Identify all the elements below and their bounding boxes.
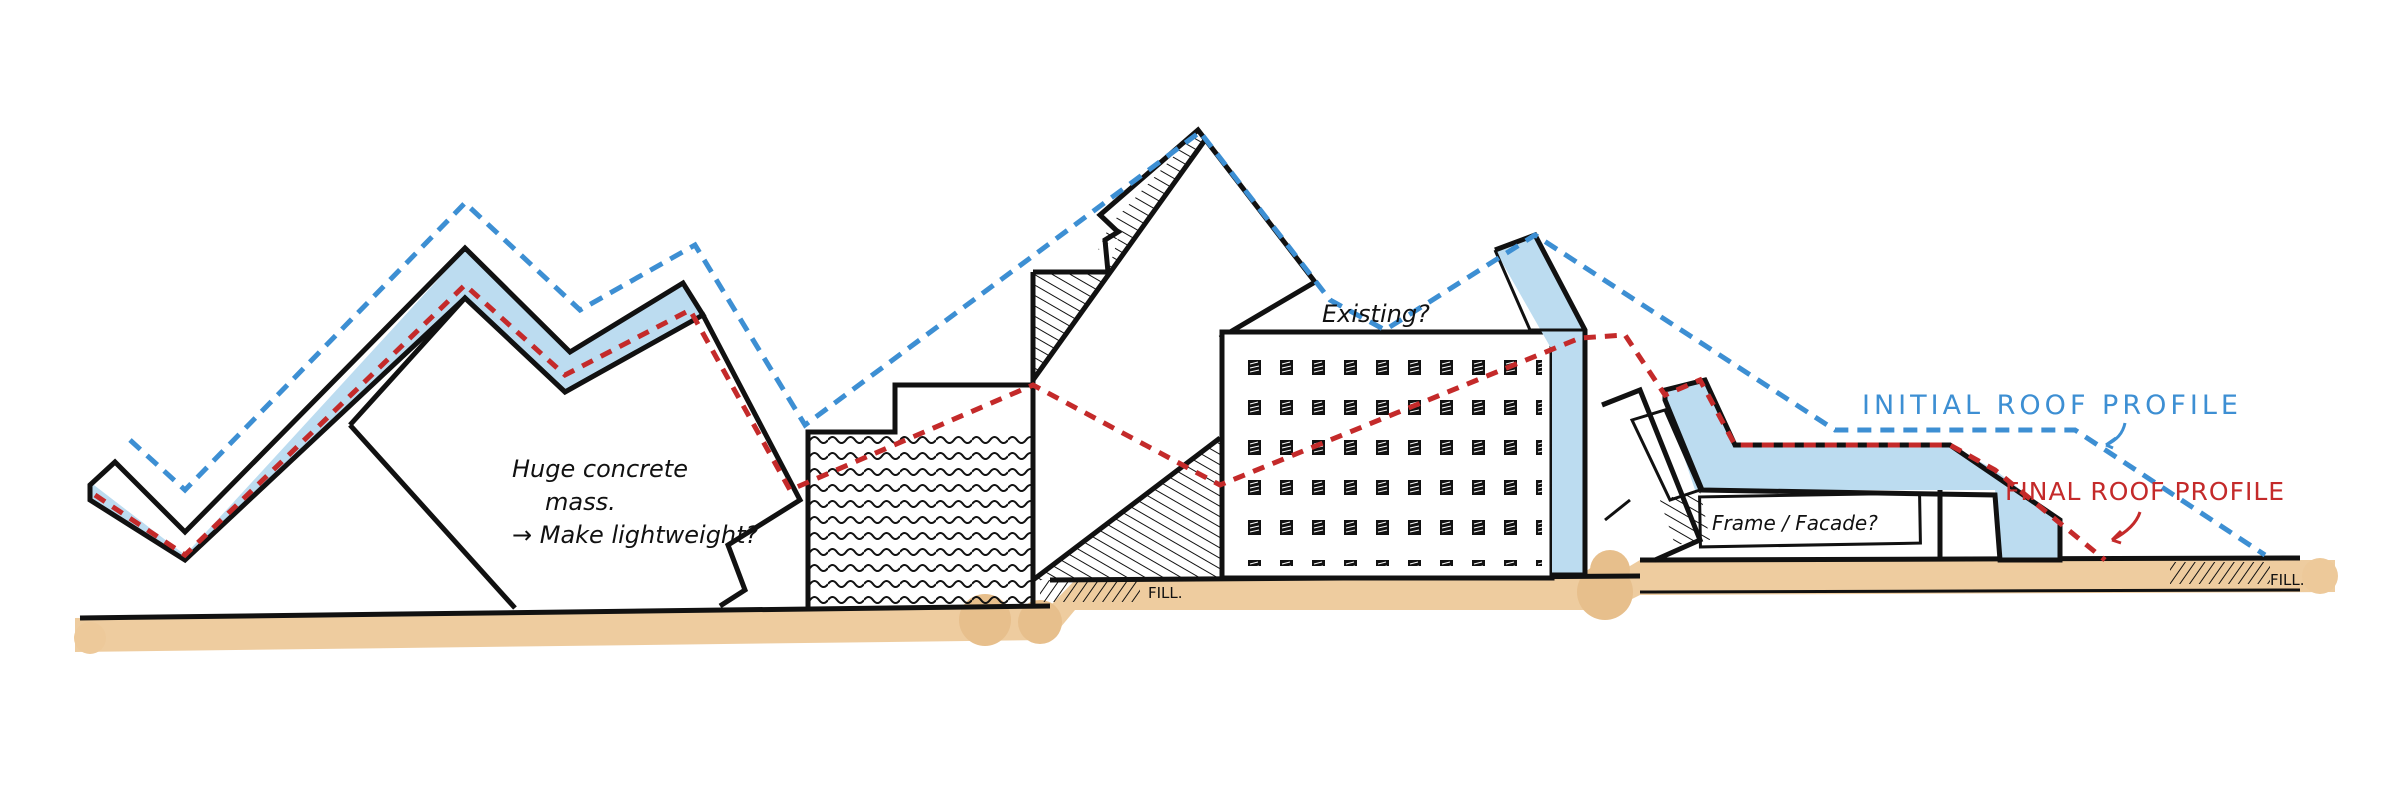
- annotation-concrete: Huge concrete mass. → Make lightweight?: [512, 455, 759, 549]
- frame-facade: [1601, 377, 2063, 563]
- fill-label-left: FILL.: [1148, 584, 1183, 602]
- fill-hatch-right: [2170, 562, 2270, 584]
- initial-roof-profile: [128, 128, 2267, 558]
- fill-hatch-left: [1040, 580, 1140, 602]
- final-roof-profile: [93, 281, 2107, 562]
- concrete-note-line1: Huge concrete: [512, 455, 688, 483]
- frame-facade-note: Frame / Facade?: [1712, 511, 1878, 535]
- existing-building: [1219, 329, 1555, 581]
- inclined-block: [1030, 126, 1319, 606]
- initial-roof-label-group: INITIAL ROOF PROFILE: [1862, 390, 2242, 450]
- initial-roof-label: INITIAL ROOF PROFILE: [1862, 390, 2242, 421]
- wavy-block: [805, 382, 1036, 608]
- blue-column: [1493, 231, 1588, 578]
- concrete-mass: [348, 294, 804, 610]
- final-roof-label: FINAL ROOF PROFILE: [2005, 477, 2285, 506]
- fill-label-right: FILL.: [2270, 571, 2305, 589]
- final-roof-label-group: FINAL ROOF PROFILE: [2005, 477, 2285, 545]
- concrete-note-line3: → Make lightweight?: [512, 521, 759, 549]
- concrete-note-line2: mass.: [545, 488, 616, 516]
- left-roof-zigzag: [87, 244, 707, 564]
- existing-note: Existing?: [1322, 300, 1430, 328]
